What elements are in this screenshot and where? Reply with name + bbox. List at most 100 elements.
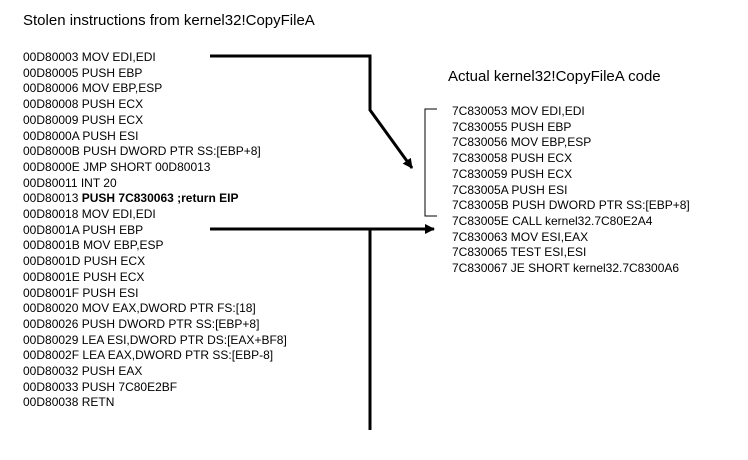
stolen-address: 00D80033: [23, 379, 79, 394]
stolen-address: 00D80020: [23, 301, 79, 316]
actual-instruction: PUSH ECX: [510, 166, 573, 181]
stolen-instruction: PUSH EBP: [82, 222, 144, 237]
stolen-instruction: MOV EDI,EDI: [81, 207, 156, 221]
stolen-line: 00D80011 INT 20: [23, 176, 117, 191]
stolen-instruction: PUSH ECX: [81, 97, 144, 112]
stolen-line: 00D80032 PUSH EAX: [23, 364, 142, 379]
stolen-address: 00D80013: [23, 191, 79, 206]
stolen-instructions-title: Stolen instructions from kernel32!CopyFi…: [23, 12, 315, 29]
stolen-line: 00D8000B PUSH DWORD PTR SS:[EBP+8]: [23, 144, 261, 159]
stolen-address: 00D80003: [23, 50, 79, 64]
actual-instruction: PUSH DWORD PTR SS:[EBP+8]: [512, 198, 690, 213]
stolen-address: 00D80006: [23, 81, 79, 96]
stolen-address: 00D8002F: [23, 348, 80, 363]
stolen-prologue-connector: [210, 54, 414, 169]
stolen-line: 00D80020 MOV EAX,DWORD PTR FS:[18]: [23, 301, 256, 316]
stolen-address: 00D80018: [23, 207, 79, 221]
stolen-instruction: MOV EBP,ESP: [83, 238, 164, 253]
actual-address: 7C830053: [452, 104, 508, 118]
actual-line: 7C830058 PUSH ECX: [452, 151, 572, 166]
stolen-instruction: LEA ESI,DWORD PTR DS:[EAX+BF8]: [81, 332, 287, 347]
actual-address: 7C83005E: [452, 213, 509, 228]
stolen-instruction: PUSH EBP: [81, 65, 143, 80]
stolen-instruction: MOV EDI,EDI: [81, 50, 156, 64]
stolen-line: 00D80003 MOV EDI,EDI: [23, 50, 156, 65]
actual-instruction: MOV EDI,EDI: [510, 104, 585, 118]
stolen-address: 00D80008: [23, 97, 79, 112]
stolen-address: 00D80011: [23, 175, 78, 190]
actual-instruction: MOV ESI,EAX: [510, 229, 589, 244]
stolen-instruction: RETN: [81, 395, 115, 410]
stolen-line: 00D8001F PUSH ESI: [23, 286, 138, 301]
actual-code-title: Actual kernel32!CopyFileA code: [448, 68, 661, 85]
stolen-address: 00D8000B: [23, 144, 80, 159]
stolen-line: 00D8001B MOV EBP,ESP: [23, 238, 164, 253]
stolen-address: 00D8001A: [23, 222, 80, 237]
stolen-line: 00D8001D PUSH ECX: [23, 254, 145, 269]
actual-instruction: TEST ESI,ESI: [510, 245, 587, 260]
actual-address: 7C830065: [452, 245, 508, 260]
stolen-line: 00D80006 MOV EBP,ESP: [23, 81, 162, 96]
stolen-instruction: PUSH ESI: [82, 128, 139, 143]
stolen-address: 00D8000E: [23, 159, 80, 174]
stolen-address: 00D8001D: [23, 254, 81, 269]
stolen-line: 00D80018 MOV EDI,EDI: [23, 207, 156, 222]
stolen-address: 00D80038: [23, 395, 79, 410]
actual-instruction: PUSH ESI: [511, 182, 568, 197]
actual-instruction: PUSH EBP: [510, 119, 572, 134]
actual-line: 7C83005A PUSH ESI: [452, 183, 567, 198]
stolen-address: 00D80026: [23, 316, 79, 331]
stolen-line: 00D8001E PUSH ECX: [23, 270, 144, 285]
actual-line: 7C830056 MOV EBP,ESP: [452, 135, 591, 150]
stolen-address: 00D8001B: [23, 238, 80, 253]
stolen-address: 00D80009: [23, 112, 79, 127]
stolen-instruction: PUSH DWORD PTR SS:[EBP+8]: [81, 316, 260, 331]
actual-line: 7C830065 TEST ESI,ESI: [452, 245, 586, 260]
stolen-address: 00D8001F: [23, 285, 80, 300]
stolen-line: 00D80026 PUSH DWORD PTR SS:[EBP+8]: [23, 317, 259, 332]
stolen-instruction: PUSH ESI: [82, 285, 139, 300]
stolen-line: 00D8000E JMP SHORT 00D80013: [23, 160, 210, 175]
stolen-line: 00D80029 LEA ESI,DWORD PTR DS:[EAX+BF8]: [23, 333, 287, 348]
stolen-instruction: INT 20: [80, 175, 117, 190]
actual-instruction: PUSH ECX: [510, 151, 573, 166]
actual-address: 7C830063: [452, 229, 508, 244]
stolen-line: 00D80005 PUSH EBP: [23, 66, 142, 81]
actual-instruction: MOV EBP,ESP: [510, 135, 592, 150]
stolen-line: 00D8002F LEA EAX,DWORD PTR SS:[EBP-8]: [23, 348, 273, 363]
actual-address: 7C830059: [452, 166, 508, 181]
stolen-address: 00D80029: [23, 332, 79, 347]
stolen-line: 00D80013 PUSH 7C830063 ;return EIP: [23, 191, 238, 206]
actual-prologue-bracket: [424, 108, 437, 217]
stolen-instruction: PUSH EAX: [81, 364, 143, 378]
stolen-instruction: PUSH ECX: [83, 254, 146, 269]
actual-instruction: CALL kernel32.7C80E2A4: [512, 213, 653, 228]
actual-instruction: JE SHORT kernel32.7C8300A6: [510, 261, 680, 275]
stolen-instruction: PUSH DWORD PTR SS:[EBP+8]: [83, 144, 261, 159]
actual-line: 7C830063 MOV ESI,EAX: [452, 230, 588, 245]
stolen-line: 00D8001A PUSH EBP: [23, 223, 143, 238]
stolen-instruction: LEA EAX,DWORD PTR SS:[EBP-8]: [82, 348, 274, 363]
stolen-address: 00D80032: [23, 364, 79, 378]
stolen-line: 00D80033 PUSH 7C80E2BF: [23, 380, 177, 395]
actual-address: 7C830055: [452, 119, 508, 134]
actual-line: 7C83005E CALL kernel32.7C80E2A4: [452, 214, 652, 229]
stolen-line: 00D80008 PUSH ECX: [23, 97, 143, 112]
stolen-instruction: PUSH ECX: [81, 112, 144, 127]
stolen-line: 00D80009 PUSH ECX: [23, 113, 143, 128]
actual-line: 7C830055 PUSH EBP: [452, 120, 571, 135]
stolen-instruction: JMP SHORT 00D80013: [83, 159, 211, 174]
actual-line: 7C830053 MOV EDI,EDI: [452, 104, 585, 119]
actual-line: 7C830067 JE SHORT kernel32.7C8300A6: [452, 261, 679, 276]
actual-line: 7C83005B PUSH DWORD PTR SS:[EBP+8]: [452, 198, 690, 213]
stolen-address: 00D80005: [23, 65, 79, 80]
stolen-address: 00D8000A: [23, 128, 80, 143]
actual-address: 7C83005B: [452, 198, 509, 213]
stolen-instruction: MOV EAX,DWORD PTR FS:[18]: [81, 301, 256, 316]
actual-line: 7C830059 PUSH ECX: [452, 167, 572, 182]
stolen-line: 00D80038 RETN: [23, 395, 114, 410]
stolen-instruction: PUSH 7C830063 ;return EIP: [81, 191, 239, 206]
stolen-instruction: MOV EBP,ESP: [81, 81, 163, 96]
actual-address: 7C830056: [452, 135, 508, 150]
